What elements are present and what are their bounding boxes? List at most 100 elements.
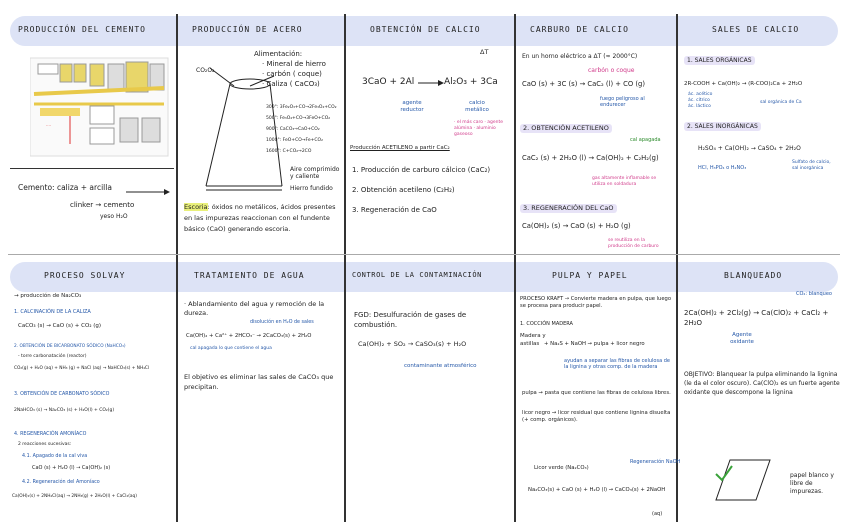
- carburo-cal-apagada: cal apagada: [630, 136, 661, 145]
- blanq-obj: OBJETIVO: Blanquear la pulpa eliminando …: [684, 370, 842, 397]
- calcio-prod-1: 1. Producción de carburo cálcico (CaC₂): [352, 166, 490, 175]
- divider: [676, 14, 678, 522]
- agua-p2: El objetivo es eliminar las sales de CaC…: [184, 372, 334, 392]
- solvay-e3: 2NaHCO₃ (s) → Na₂CO₃ (s) + H₂O(l) + CO₂(…: [14, 406, 176, 415]
- escoria-label: Escoria: [184, 203, 208, 211]
- solvay-e2: CO₂(g) + H₂O (aq) + NH₃ (g) + NaCl (aq) …: [14, 366, 176, 372]
- header-agua: TRATAMIENTO DE AGUA: [194, 271, 305, 280]
- cement-plant-diagram: ....: [30, 48, 170, 158]
- solvay-s41: 4.1. Apagado de la cal viva: [22, 452, 87, 461]
- sales-organico: sal orgánica de Ca: [760, 98, 802, 107]
- acero-alim-3: · Caliza ( CaCO₃): [262, 80, 320, 89]
- calcio-dt: ΔT: [480, 48, 488, 57]
- pulpa-aq: (aq): [652, 510, 662, 519]
- cheat-sheet: PRODUCCIÓN DEL CEMENTO PRODUCCIÓN DE ACE…: [4, 6, 844, 526]
- blanq-papel: papel blanco y libre de impurezas.: [790, 472, 840, 496]
- carburo-eq3: Ca(OH)₂ (s) → CaO (s) + H₂O (g): [522, 222, 631, 231]
- solvay-e1: CaCO₃ (s) → CaO (s) + CO₂ (g): [18, 322, 101, 331]
- contam-note: contaminante atmosférico: [404, 362, 477, 371]
- sales-eq2: H₂SO₄ + Ca(OH)₂ → CaSO₄ + 2H₂O: [698, 144, 801, 153]
- carburo-sec2: 2. OBTENCIÓN ACETILENO: [520, 124, 612, 133]
- solvay-s1: 1. CALCINACIÓN DE LA CALIZA: [14, 308, 91, 317]
- pulpa-line: pulpa → pasta que contiene las fibras de…: [522, 390, 672, 397]
- agua-p1: · Ablandamiento del agua y remoción de l…: [184, 300, 340, 318]
- solvay-s4: 4. REGENERACIÓN AMONÍACO: [14, 430, 86, 439]
- acero-alim-1: · Mineral de hierro: [262, 60, 326, 69]
- contam-fgd: FGD: Desulfuración de gases de combustió…: [354, 310, 510, 330]
- solvay-intro: → producción de Na₂CO₃: [14, 292, 81, 301]
- acero-reaction-4: 1000°: FeO+CO→Fe+CO₂: [266, 135, 323, 146]
- contam-eq: Ca(OH)₂ + SO₂ → CaSO₃(s) + H₂O: [358, 340, 466, 349]
- header-acero: PRODUCCIÓN DE ACERO: [192, 25, 303, 34]
- cemento-rule: [10, 168, 174, 169]
- header-blanqueado: BLANQUEADO: [724, 271, 782, 280]
- blanq-agente: Agente oxidante: [722, 332, 762, 346]
- acero-escoria: Escoria: óxidos no metálicos, ácidos pre…: [184, 202, 340, 235]
- divider: [176, 14, 178, 522]
- sales-inorg: Sulfato de calcio, sal inorgánica: [792, 160, 838, 172]
- pulpa-kraft: PROCESO KRAFT → Convierte madera en pulp…: [520, 296, 672, 310]
- header-calcio: OBTENCIÓN DE CALCIO: [370, 25, 481, 34]
- calcio-prod-2: 2. Obtención acetileno (C₂H₂): [352, 186, 455, 195]
- acero-alim-title: Alimentación:: [254, 50, 302, 59]
- pulpa-madera: Madera y astillas: [520, 332, 546, 348]
- cemento-line1: Cemento: caliza + arcilla: [18, 183, 112, 192]
- solvay-e41: CaO (s) + H₂O (l) → Ca(OH)₂ (s): [32, 464, 110, 473]
- divider: [344, 14, 346, 522]
- calcio-prod-title: Producción ACETILENO a partir CaC₂: [350, 144, 450, 153]
- sales-sec2: 2. SALES INORGÁNICAS: [684, 122, 761, 131]
- acero-reaction-5: 1600°: C+CO₂→2CO: [266, 146, 311, 157]
- pulpa-eq2: Na₂CO₃(s) + CaO (s) + H₂O (l) → CaCO₃(s)…: [528, 486, 674, 494]
- escoria-text: : óxidos no metálicos, ácidos presentes …: [184, 203, 335, 233]
- row-divider: [8, 254, 840, 255]
- agua-eq: Ca(OH)₂ + Ca²⁺ + 2HCO₃⁻ → 2CaCO₃(s) + 2H…: [186, 332, 311, 341]
- arrow-icon: [124, 182, 174, 218]
- pulpa-sec: 1. COCCIÓN MADERA: [520, 320, 573, 329]
- svg-text:....: ....: [46, 122, 51, 127]
- calcio-eq-left: 3CaO + 2Al: [362, 78, 414, 87]
- acero-alim-2: · carbón ( coque): [262, 70, 322, 79]
- blanq-co2: CO₂: blanqueo: [796, 290, 832, 299]
- calcio-metalico: calcio metálico: [460, 100, 494, 114]
- carburo-intro: En un horno eléctrico a ΔT (≈ 2000°C): [522, 52, 637, 61]
- pulpa-licor-verde: Licor verde (Na₂CO₃): [534, 464, 589, 473]
- acero-reaction-3: 900°: CaCO₃→CaO+CO₂: [266, 124, 320, 135]
- paper-sheet-icon: [712, 456, 782, 506]
- solvay-s2b: - torre carbonatación (reactor): [18, 352, 87, 361]
- carburo-eq3-note: se reutiliza en la producción de carburo: [608, 238, 668, 250]
- sales-sec1: 1. SALES ORGÁNICAS: [684, 56, 755, 65]
- pulpa-regen: Regeneración NaOH: [630, 458, 680, 467]
- sales-eq1: 2R-COOH + Ca(OH)₂ → (R-COO)₂Ca + 2H₂O: [684, 80, 802, 89]
- acero-reaction-1: 300°: 3Fe₂O₃+CO→2Fe₃O₄+CO₂: [266, 102, 337, 113]
- carburo-eq1: CaO (s) + 3C (s) → CaC₂ (l) + CO (g): [522, 80, 645, 89]
- agua-eq-note: cal apagada lo que contiene el agua: [190, 344, 272, 353]
- solvay-e42: Ca(OH)₂(s) + 2NH₄Cl(aq) → 2NH₃(g) + 2H₂O…: [12, 494, 176, 500]
- carburo-carbon: carbón o coque: [588, 66, 634, 75]
- blanq-eq: 2Ca(OH)₂ + 2Cl₂(g) → Ca(ClO)₂ + CaCl₂ + …: [684, 308, 842, 328]
- sales-acid-3: ác. láctico: [688, 104, 711, 110]
- pulpa-licor: licor negro → licor residual que contien…: [522, 410, 672, 424]
- carburo-sec3: 3. REGENERACIÓN DEL CaO: [520, 204, 617, 213]
- header-pulpa: PULPA Y PAPEL: [552, 271, 628, 280]
- header-cemento: PRODUCCIÓN DEL CEMENTO: [18, 25, 146, 34]
- acero-hierro: Hierro fundido: [290, 184, 333, 193]
- solvay-s42: 4.2. Regeneración del Amoníaco: [22, 478, 100, 487]
- pulpa-blue-note: ayudan a separar las fibras de celulosa …: [564, 358, 676, 370]
- header-contaminacion: CONTROL DE LA CONTAMINACIÓN: [352, 271, 482, 280]
- acero-reaction-2: 500°: Fe₃O₄+CO→3FeO+CO₂: [266, 113, 330, 124]
- header-solvay: PROCESO SOLVAY: [44, 271, 125, 280]
- divider: [514, 14, 516, 522]
- arrow-icon: [418, 78, 444, 88]
- agua-note: disolución en H₂O de sales: [250, 318, 314, 327]
- solvay-s2: 2. OBTENCIÓN DE BICARBONATO SÓDICO (NaHC…: [14, 342, 126, 351]
- calcio-eq-right: Al₂O₃ + 3Ca: [444, 78, 498, 87]
- header-carburo: CARBURO DE CALCIO: [530, 25, 629, 34]
- carburo-eq2: CaC₂ (s) + 2H₂O (l) → Ca(OH)₂ + C₂H₂(g): [522, 154, 659, 163]
- header-sales: SALES DE CALCIO: [712, 25, 799, 34]
- solvay-s4b: 2 reacciones sucesivas:: [18, 440, 71, 449]
- calcio-agente: agente reductor: [392, 100, 432, 114]
- sales-acids: HCl, H₃PO₄ o H₂NO₃: [698, 164, 746, 173]
- solvay-s3: 3. OBTENCIÓN DE CARBONATO SÓDICO: [14, 390, 109, 399]
- acero-aire: Aire comprimido y caliente: [290, 166, 344, 180]
- carburo-eq1-note: fuego peligroso al endurecer: [600, 96, 660, 108]
